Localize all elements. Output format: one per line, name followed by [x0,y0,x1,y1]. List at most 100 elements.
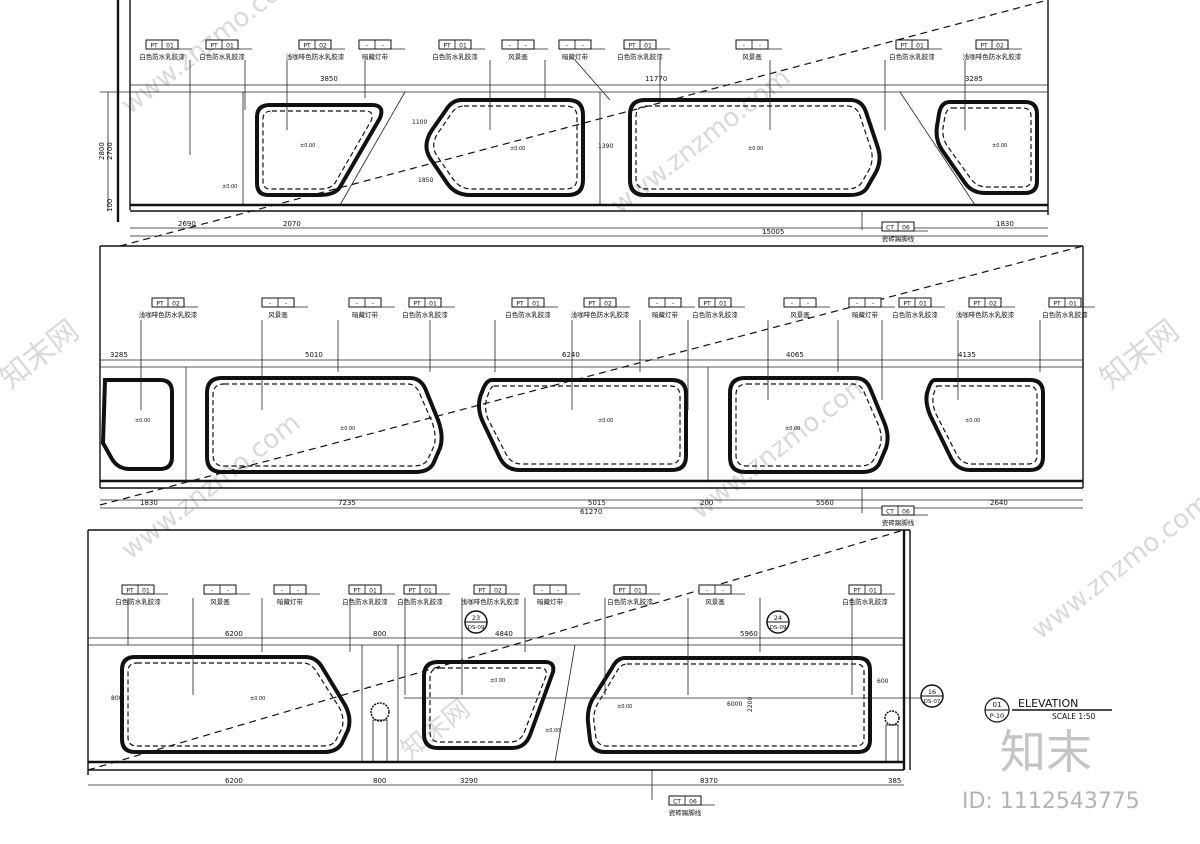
tag-description: 浅咖啡色防水乳胶漆 [461,597,520,606]
section-marker-1: 23 DS-09 [464,610,488,634]
tag-code: - [356,301,358,308]
row3-leaders [127,598,853,695]
tag-description: 白色防水乳胶漆 [432,52,478,61]
tag-description: 白色防水乳胶漆 [617,52,663,61]
tag-number: - [807,301,809,308]
row1-dim-bot-4: 1830 [996,220,1014,228]
row1-dim-bot-1: 2690 [178,220,196,228]
tag-number: - [672,301,674,308]
tag-number: 02 [172,301,180,308]
material-tag-fan: --风景画 [501,39,548,61]
tag-description: 瓷砖踢脚线 [882,518,915,527]
row3-dim-bot-1: 6200 [225,777,243,785]
row1-level-1: ±0.00 [300,143,315,149]
tag-description: 白色防水乳胶漆 [199,52,245,61]
title-block: 01 P-10 ELEVATION SCALE 1:50 [984,697,1112,723]
tag-code: CT [673,799,681,806]
watermark-side-3: 知末网 [396,694,476,766]
row2-window-1 [100,378,174,471]
tag-number: 01 [424,588,432,595]
tag-number: 02 [996,43,1004,50]
row3-dim-top-4: 5960 [740,630,758,638]
material-tag-led: --暗藏灯带 [348,297,395,319]
tag-code: PT [900,43,908,50]
row3-inner-dim-3: 2200 [747,697,754,712]
row1-dim-bot-2: 2070 [283,220,301,228]
tag-code: - [743,43,745,50]
material-tag-fan: --风景画 [698,584,745,606]
tag-description: 瓷砖踢脚线 [882,234,915,243]
title-scale: SCALE 1:50 [1052,712,1095,721]
row1-inner-dim-3: 1850 [418,177,433,184]
tag-code: PT [303,43,311,50]
row2-window-4 [728,376,890,474]
material-tag-fan: --风景画 [783,297,830,319]
tag-code: PT [980,43,988,50]
tag-description: 浅咖啡色防水乳胶漆 [963,52,1022,61]
section-marker-3-top: 16 [928,688,936,696]
plant-icon [370,702,390,763]
section-marker-1-top: 23 [472,614,480,622]
tag-code: - [656,301,658,308]
row1-slope-3 [899,91,976,206]
tag-number: - [525,43,527,50]
section-marker-2: 24 DS-09 [766,610,790,634]
tag-number: 01 [459,43,467,50]
section-marker-3: 16 DS-07 [920,684,944,708]
material-tag-led: --暗藏灯带 [558,39,605,61]
tag-description: 暗藏灯带 [562,52,589,61]
tag-number: 02 [989,301,997,308]
row1-inner-dim-2: 1390 [598,143,613,150]
tag-code: - [541,588,543,595]
tag-number: - [582,43,584,50]
row1-slope-1 [339,91,406,206]
title-circle-bottom: P-10 [990,712,1004,720]
tag-number: 01 [719,301,727,308]
watermark-side-1: 知末网 [0,313,86,396]
row1-window-2 [424,98,585,197]
row1-dim-bot-3: 15005 [762,228,784,236]
tag-code: - [281,588,283,595]
tag-description: 白色防水乳胶漆 [139,52,185,61]
tag-description: 白色防水乳胶漆 [892,310,938,319]
row1-leaders [189,59,966,155]
tag-description: 白色防水乳胶漆 [115,597,161,606]
tag-description: 暗藏灯带 [852,310,879,319]
tag-number: 01 [916,43,924,50]
section-marker-3-bottom: DS-07 [924,699,941,705]
tag-code: PT [628,43,636,50]
row1-window-4 [934,100,1039,195]
tag-description: 暗藏灯带 [537,597,564,606]
material-tag-fan: --风景画 [203,584,250,606]
row3-dim-bot-4: 8370 [700,777,718,785]
row3-dim-top-1: 6200 [225,630,243,638]
tag-code: PT [516,301,524,308]
tag-number: 02 [494,588,502,595]
material-tag-pt02: PT 02 浅咖啡色防水乳胶漆 [963,39,1022,61]
tag-code: PT [903,301,911,308]
row2-dim-bot-4: 200 [700,499,713,507]
row2-dim-top-5: 4135 [958,351,976,359]
tag-number: 01 [369,588,377,595]
tag-number: 06 [689,799,697,806]
watermark-url-3: www.znzmo.com [686,368,876,526]
watermark-side-2: 知末网 [1093,313,1185,396]
row3-slope-1 [554,644,576,763]
tag-description: 白色防水乳胶漆 [402,310,448,319]
row3-level-2: ±0.00 [490,678,505,684]
tag-description: 浅咖啡色防水乳胶漆 [956,310,1015,319]
tag-description: 瓷砖踢脚线 [669,808,702,817]
row1-level-2: ±0.00 [510,146,525,152]
title-circle-top: 01 [993,701,1002,709]
watermark-id: ID: 1112543775 [962,789,1140,814]
tag-number: - [759,43,761,50]
row2-dim-top-1: 3285 [110,351,128,359]
row2-level-4: ±0.00 [785,426,800,432]
